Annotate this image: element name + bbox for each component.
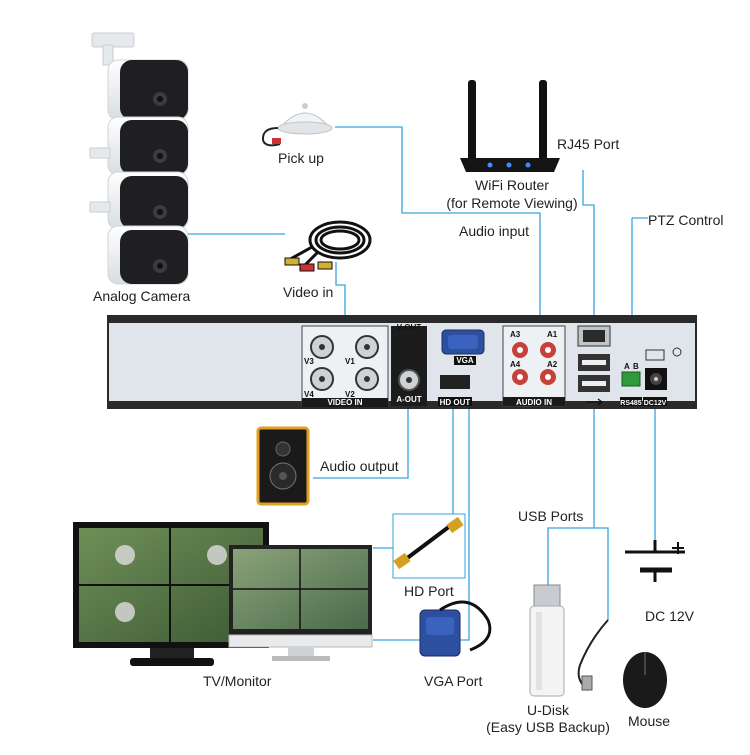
line-ptz (631, 217, 648, 328)
label-wifi-router: WiFi Router (for Remote Viewing) (446, 176, 577, 212)
panel-label-v3: V3 (304, 357, 314, 366)
mouse-icon (577, 619, 667, 708)
panel-label-a2: A2 (547, 360, 558, 369)
camera-4 (107, 225, 189, 285)
analog-cameras (89, 32, 189, 285)
panel-label-ab-a: A (624, 362, 630, 371)
label-u-disk: U-Disk (Easy USB Backup) (486, 702, 610, 736)
hdmi-cable-icon (392, 513, 466, 579)
label-vga-port: VGA Port (424, 673, 483, 689)
dvr-rear-panel: V3 V1 V4 V2 VIDEO IN V-OUT A-OUT VGA HD … (107, 315, 697, 409)
panel-label-a1: A1 (547, 330, 558, 339)
line-audio-output (313, 395, 409, 479)
label-dc-12v: DC 12V (645, 608, 695, 624)
panel-label-vga: VGA (456, 356, 474, 365)
panel-label-a4: A4 (510, 360, 521, 369)
panel-label-hd-out: HD OUT (440, 398, 471, 407)
tv-monitors (73, 522, 373, 666)
label-u-disk-line2: (Easy USB Backup) (486, 719, 610, 735)
label-audio-output: Audio output (320, 458, 399, 474)
label-pick-up: Pick up (278, 150, 324, 166)
panel-label-a3: A3 (510, 330, 521, 339)
label-ptz-control: PTZ Control (648, 212, 724, 228)
camera-1 (107, 59, 189, 121)
panel-label-a-out: A-OUT (396, 395, 421, 404)
speaker-icon (256, 426, 310, 506)
panel-label-video-in: VIDEO IN (327, 398, 362, 407)
camera-2 (107, 116, 189, 176)
label-analog-camera: Analog Camera (93, 288, 191, 304)
video-cable-icon (284, 220, 372, 272)
camera-3 (107, 171, 189, 230)
panel-label-ab-b: B (633, 362, 639, 371)
label-wifi-router-line2: (for Remote Viewing) (446, 195, 578, 211)
line-pickup-audio-in (335, 126, 541, 338)
usb-symbol-icon (586, 398, 603, 406)
panel-label-v-out: V-OUT (397, 323, 422, 332)
label-wifi-router-line1: WiFi Router (475, 177, 549, 193)
label-u-disk-line1: U-Disk (527, 702, 569, 718)
pickup-microphone-icon (261, 103, 333, 147)
label-rj45-port: RJ45 Port (557, 136, 620, 152)
panel-label-v2: V2 (345, 390, 355, 399)
line-router-rj45 (582, 170, 595, 323)
panel-label-rs485: RS485 (620, 400, 642, 407)
line-usb-split (547, 395, 609, 620)
label-mouse: Mouse (628, 713, 671, 729)
label-hd-port: HD Port (404, 583, 454, 599)
panel-label-dc12v: DC12V (644, 400, 667, 407)
u-disk-icon (529, 584, 565, 697)
label-tv-monitor: TV/Monitor (203, 673, 272, 689)
panel-label-audio-in: AUDIO IN (516, 398, 552, 407)
vga-cable-icon (419, 600, 492, 657)
line-video-in-panel (335, 262, 346, 327)
wifi-router-icon (460, 80, 560, 172)
label-audio-input: Audio input (459, 223, 530, 239)
panel-label-v4: V4 (304, 390, 314, 399)
dc-power-icon (625, 540, 685, 582)
label-video-in: Video in (283, 284, 334, 300)
panel-label-v1: V1 (345, 357, 355, 366)
label-usb-ports: USB Ports (518, 508, 584, 524)
